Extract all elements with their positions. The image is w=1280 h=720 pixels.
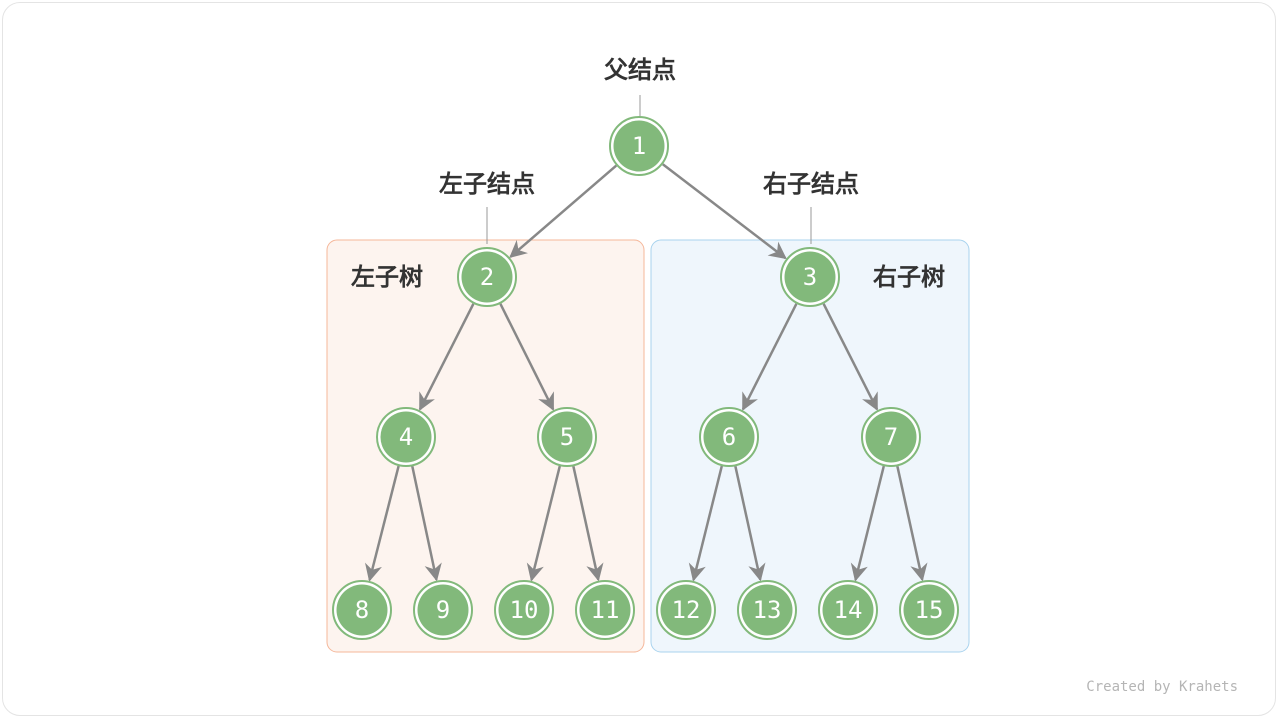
edge-2-5: [499, 303, 555, 411]
tree-node-9: 9: [413, 580, 473, 640]
footer-credit: Created by Krahets: [1086, 679, 1238, 695]
edge-4-9: [411, 466, 442, 582]
node-fill: [613, 120, 665, 172]
tree-node-5: 5: [537, 407, 597, 467]
edge-6-12: [688, 465, 724, 582]
node-fill: [903, 584, 955, 636]
edge-5-10: [526, 465, 562, 582]
node-value-label: 3: [803, 263, 817, 291]
node-value-label: 1: [632, 132, 646, 160]
edge-3-6: [741, 303, 798, 411]
edge-2-4: [418, 303, 475, 411]
node-fill: [380, 411, 432, 463]
edge-5-11: [572, 466, 604, 582]
edge-3-7: [822, 303, 879, 411]
edge-1-3: [662, 163, 787, 260]
tree-node-1: 1: [609, 116, 669, 176]
edges-layer: [365, 163, 928, 582]
node-value-label: 10: [510, 596, 539, 624]
node-fill: [417, 584, 469, 636]
node-value-label: 6: [722, 423, 736, 451]
node-fill: [660, 584, 712, 636]
edge-4-8: [365, 465, 400, 582]
tree-node-4: 4: [376, 407, 436, 467]
left-child-label: 左子结点: [439, 170, 535, 198]
node-fill: [579, 584, 631, 636]
edge-7-15: [896, 466, 928, 582]
left-subtree-label: 左子树: [351, 263, 423, 291]
node-fill: [541, 411, 593, 463]
tree-node-10: 10: [494, 580, 554, 640]
node-value-label: 4: [399, 423, 413, 451]
left-subtree-box: [326, 239, 645, 653]
tree-node-3: 3: [780, 247, 840, 307]
tree-node-8: 8: [332, 580, 392, 640]
right-child-label: 右子结点: [763, 170, 859, 198]
node-fill: [784, 251, 836, 303]
edge-7-14: [850, 465, 886, 582]
node-value-label: 14: [834, 596, 863, 624]
node-value-label: 13: [753, 596, 782, 624]
node-fill: [741, 584, 793, 636]
tree-node-2: 2: [457, 247, 517, 307]
node-value-label: 7: [884, 423, 898, 451]
node-value-label: 15: [915, 596, 944, 624]
edge-6-13: [734, 466, 766, 582]
node-value-label: 2: [480, 263, 494, 291]
node-fill: [822, 584, 874, 636]
node-fill: [703, 411, 755, 463]
right-subtree-label: 右子树: [873, 263, 945, 291]
node-fill: [461, 251, 513, 303]
node-fill: [336, 584, 388, 636]
node-fill: [865, 411, 917, 463]
tree-node-14: 14: [818, 580, 878, 640]
tree-node-15: 15: [899, 580, 959, 640]
node-value-label: 8: [355, 596, 369, 624]
edge-1-2: [509, 164, 618, 258]
tree-node-11: 11: [575, 580, 635, 640]
tree-node-6: 6: [699, 407, 759, 467]
tree-node-13: 13: [737, 580, 797, 640]
tree-node-12: 12: [656, 580, 716, 640]
node-fill: [498, 584, 550, 636]
parent-label: 父结点: [604, 56, 676, 84]
node-value-label: 9: [436, 596, 450, 624]
tree-node-7: 7: [861, 407, 921, 467]
right-subtree-box: [650, 239, 970, 653]
node-value-label: 5: [560, 423, 574, 451]
node-value-label: 12: [672, 596, 701, 624]
node-value-label: 11: [591, 596, 620, 624]
